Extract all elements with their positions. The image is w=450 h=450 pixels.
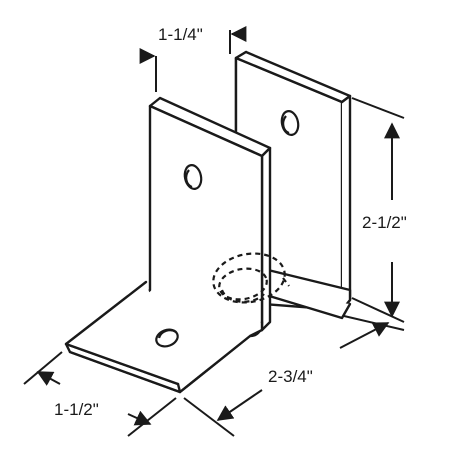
height-label: 2-1/2"	[362, 213, 407, 232]
height-extension-bottom	[351, 297, 405, 323]
depth-label: 2-3/4"	[268, 367, 313, 386]
base-width-extension-right	[127, 397, 177, 437]
depth-arrow-lower	[216, 389, 263, 421]
dimension-labels: 1-1/4" 2-1/2" 2-3/4" 1-1/2"	[54, 25, 407, 419]
front-plate-hole	[183, 164, 203, 190]
hidden-base-hole	[212, 252, 290, 304]
holes	[155, 110, 300, 348]
base-width-extension-left	[23, 351, 63, 385]
depth-extension-left	[183, 397, 235, 437]
bracket	[64, 50, 352, 394]
dimension-lines	[23, 26, 405, 437]
base-floor	[254, 268, 352, 320]
height-extension-top	[351, 97, 405, 119]
depth-arrow-upper	[339, 322, 390, 349]
base-width-label: 1-1/2"	[54, 400, 99, 419]
rear-plate-hole	[280, 110, 300, 136]
base-width-arrow-left	[36, 371, 61, 386]
base-width-arrow-right	[127, 410, 152, 426]
base-flange	[64, 280, 264, 394]
top-gap-label: 1-1/4"	[158, 25, 203, 44]
base-hole	[155, 328, 179, 348]
